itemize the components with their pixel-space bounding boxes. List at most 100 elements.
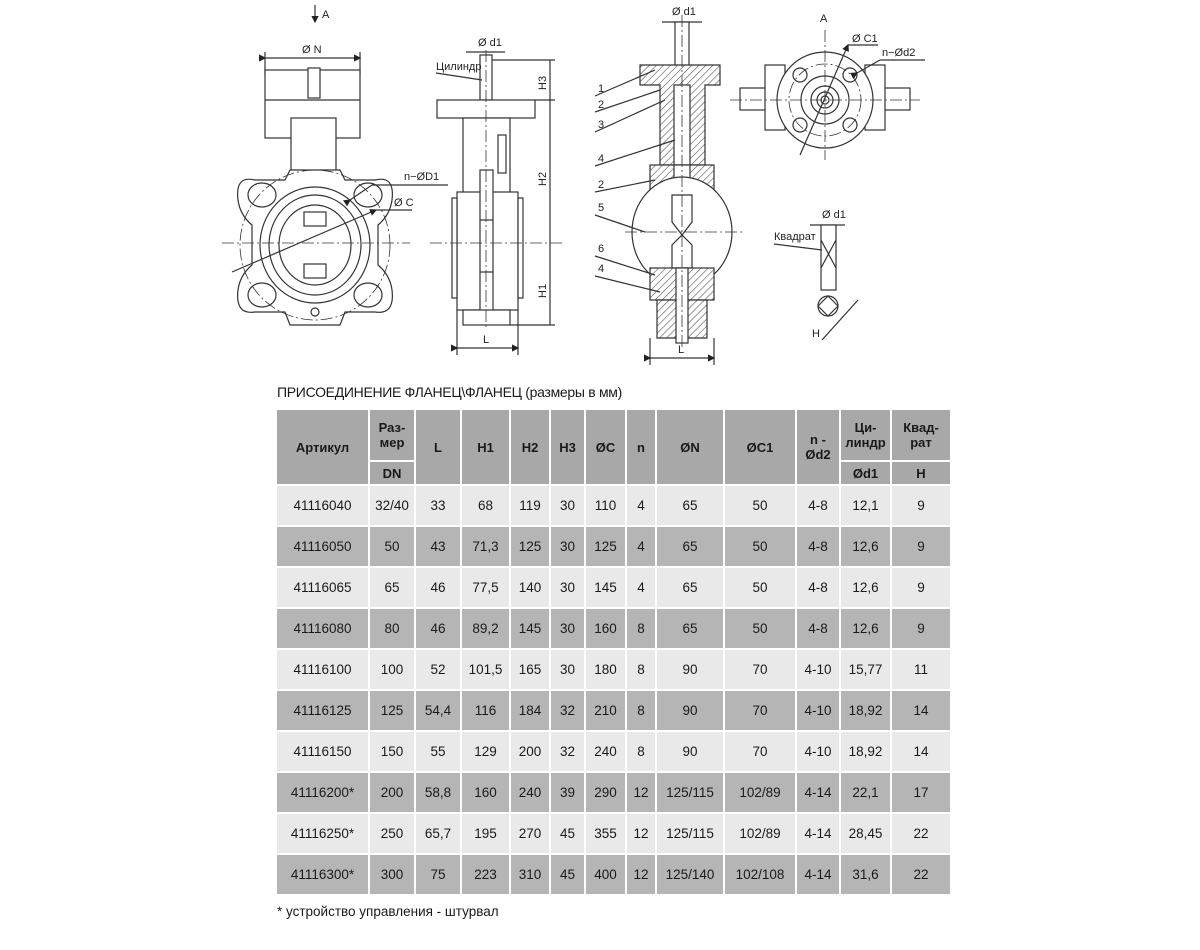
col-article: Артикул bbox=[277, 410, 368, 484]
table-cell: 12,6 bbox=[841, 527, 890, 566]
table-cell: 41116065 bbox=[277, 568, 368, 607]
table-cell: 30 bbox=[551, 650, 584, 689]
col-n: n bbox=[627, 410, 655, 484]
table-cell: 22,1 bbox=[841, 773, 890, 812]
table-cell: 9 bbox=[892, 609, 950, 648]
table-cell: 160 bbox=[462, 773, 509, 812]
table-cell: 4-14 bbox=[797, 773, 839, 812]
table-cell: 70 bbox=[725, 650, 795, 689]
dim-det-h: H bbox=[812, 328, 820, 340]
dimensions-table: Артикул Раз- мер L H1 H2 H3 ØC n ØN ØC1 … bbox=[275, 408, 952, 896]
dim-side-l: L bbox=[483, 334, 489, 346]
table-cell: 50 bbox=[725, 527, 795, 566]
table-cell: 45 bbox=[551, 814, 584, 853]
col-h3: H3 bbox=[551, 410, 584, 484]
table-cell: 32 bbox=[551, 691, 584, 730]
table-cell: 200 bbox=[370, 773, 414, 812]
table-cell: 90 bbox=[657, 691, 723, 730]
table-cell: 12 bbox=[627, 814, 655, 853]
dim-h1: H1 bbox=[537, 284, 549, 298]
table-title: ПРИСОЕДИНЕНИЕ ФЛАНЕЦ\ФЛАНЕЦ (размеры в м… bbox=[277, 384, 622, 400]
table-cell: 68 bbox=[462, 486, 509, 525]
table-cell: 119 bbox=[511, 486, 549, 525]
table-cell: 30 bbox=[551, 568, 584, 607]
table-cell: 41116040 bbox=[277, 486, 368, 525]
table-cell: 8 bbox=[627, 609, 655, 648]
section-view: Ø d1 L 1 2 3 4 2 5 6 4 bbox=[594, 6, 745, 365]
table-cell: 39 bbox=[551, 773, 584, 812]
table-cell: 116 bbox=[462, 691, 509, 730]
col-square: Квад- рат bbox=[892, 410, 950, 460]
table-cell: 41116050 bbox=[277, 527, 368, 566]
table-cell: 125 bbox=[586, 527, 625, 566]
dim-side-d1: Ø d1 bbox=[478, 37, 502, 49]
table-cell: 102/89 bbox=[725, 773, 795, 812]
table-cell: 101,5 bbox=[462, 650, 509, 689]
table-cell: 4-8 bbox=[797, 486, 839, 525]
col-l: L bbox=[416, 410, 460, 484]
table-cell: 195 bbox=[462, 814, 509, 853]
front-view: A Ø N Ø C n−ØD1 bbox=[222, 5, 448, 326]
table-cell: 8 bbox=[627, 691, 655, 730]
dim-h2: H2 bbox=[537, 172, 549, 186]
table-cell: 9 bbox=[892, 527, 950, 566]
table-cell: 45 bbox=[551, 855, 584, 894]
table-cell: 250 bbox=[370, 814, 414, 853]
table-cell: 43 bbox=[416, 527, 460, 566]
footnote: * устройство управления - штурвал bbox=[277, 904, 499, 919]
table-cell: 50 bbox=[725, 486, 795, 525]
table-cell: 4-8 bbox=[797, 609, 839, 648]
table-cell: 41116125 bbox=[277, 691, 368, 730]
table-cell: 4-10 bbox=[797, 691, 839, 730]
table-cell: 102/108 bbox=[725, 855, 795, 894]
table-cell: 150 bbox=[370, 732, 414, 771]
table-cell: 15,77 bbox=[841, 650, 890, 689]
table-cell: 4-8 bbox=[797, 527, 839, 566]
stem-detail: Ø d1 Квадрат H bbox=[773, 209, 859, 341]
table-cell: 41116250* bbox=[277, 814, 368, 853]
table-cell: 355 bbox=[586, 814, 625, 853]
square-label: Квадрат bbox=[774, 231, 816, 243]
table-cell: 65,7 bbox=[416, 814, 460, 853]
table-cell: 50 bbox=[370, 527, 414, 566]
table-cell: 30 bbox=[551, 609, 584, 648]
top-view-a: A Ø C1 n−Ød2 bbox=[730, 13, 925, 160]
table-cell: 12 bbox=[627, 855, 655, 894]
table-cell: 33 bbox=[416, 486, 460, 525]
view-a-label: A bbox=[322, 9, 330, 21]
table-cell: 58,8 bbox=[416, 773, 460, 812]
table-cell: 50 bbox=[725, 568, 795, 607]
table-cell: 290 bbox=[586, 773, 625, 812]
table-cell: 12,6 bbox=[841, 568, 890, 607]
col-size: Раз- мер bbox=[370, 410, 414, 460]
valve-drawings: A Ø N Ø C n−ØD1 Ø d1 Цилиндр bbox=[222, 5, 925, 365]
table-cell: 12,1 bbox=[841, 486, 890, 525]
table-cell: 11 bbox=[892, 650, 950, 689]
table-cell: 54,4 bbox=[416, 691, 460, 730]
table-cell: 9 bbox=[892, 568, 950, 607]
table-cell: 52 bbox=[416, 650, 460, 689]
dim-det-d1: Ø d1 bbox=[822, 209, 846, 221]
table-cell: 70 bbox=[725, 732, 795, 771]
table-cell: 4-14 bbox=[797, 855, 839, 894]
table-cell: 30 bbox=[551, 527, 584, 566]
dim-c: Ø C bbox=[394, 197, 414, 209]
cylinder-label: Цилиндр bbox=[436, 61, 481, 73]
table-cell: 300 bbox=[370, 855, 414, 894]
table-cell: 65 bbox=[370, 568, 414, 607]
table-cell: 8 bbox=[627, 732, 655, 771]
table-cell: 31,6 bbox=[841, 855, 890, 894]
table-cell: 400 bbox=[586, 855, 625, 894]
table-cell: 102/89 bbox=[725, 814, 795, 853]
table-cell: 9 bbox=[892, 486, 950, 525]
table-cell: 71,3 bbox=[462, 527, 509, 566]
table-cell: 41116300* bbox=[277, 855, 368, 894]
table-cell: 165 bbox=[511, 650, 549, 689]
part-callouts: 1 2 3 4 2 5 6 4 bbox=[594, 69, 676, 293]
table-cell: 32 bbox=[551, 732, 584, 771]
